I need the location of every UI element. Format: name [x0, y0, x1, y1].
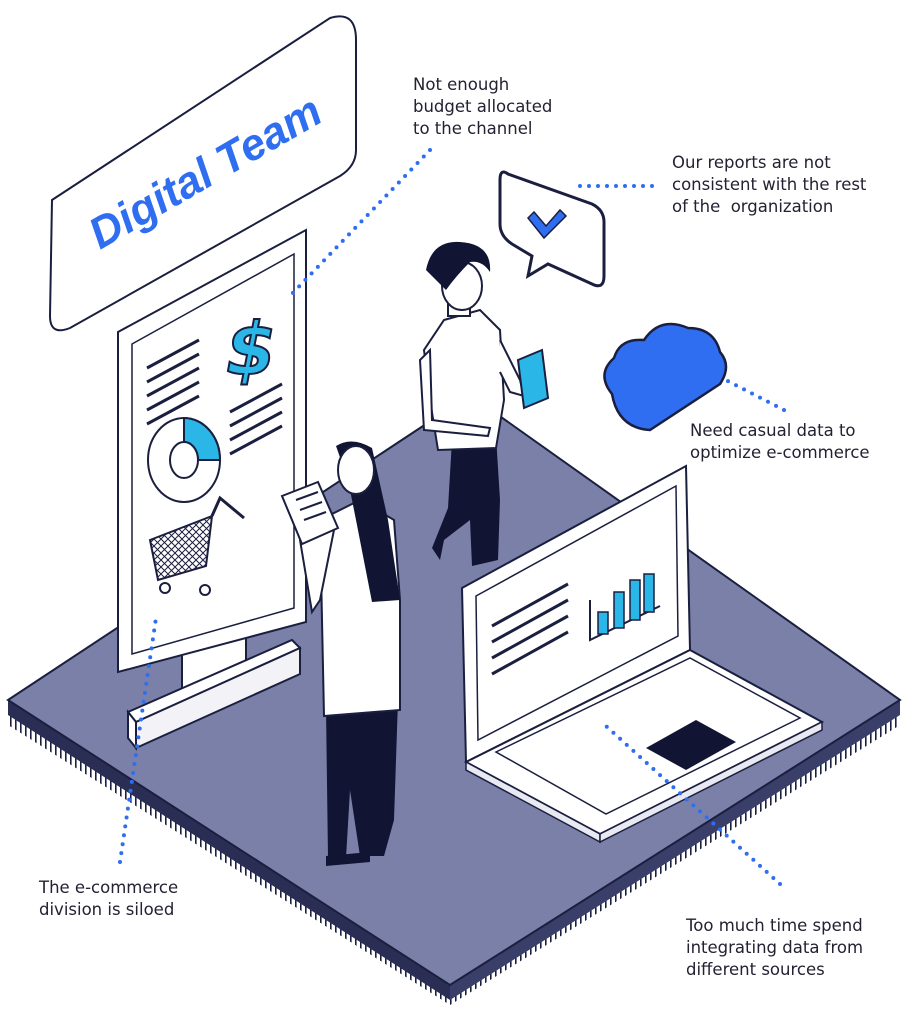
callout-reports: Our reports are not consistent with the … — [672, 152, 866, 218]
woman-figure — [280, 441, 401, 866]
callout-casual-line-1: Need casual data to — [690, 421, 856, 440]
info-board: $ — [117, 228, 307, 751]
dollar-icon: $ — [226, 307, 276, 391]
shopping-cart-icon — [148, 495, 245, 596]
callout-reports-line-1: Our reports are not — [672, 153, 831, 172]
receipt-icon — [280, 480, 340, 546]
callout-time-line-1: Too much time spend — [686, 916, 863, 935]
callout-time-line-3: different sources — [686, 960, 825, 979]
callout-budget-line-1: Not enough — [413, 75, 510, 94]
donut-chart-icon — [147, 416, 222, 503]
callout-budget: Not enough budget allocated to the chann… — [413, 74, 552, 140]
callout-siloed-line-2: division is siloed — [39, 900, 175, 919]
callout-siloed-line-1: The e-commerce — [39, 878, 179, 897]
callout-casual-line-2: optimize e-commerce — [690, 443, 870, 462]
callout-reports-line-2: consistent with the rest — [672, 175, 867, 194]
phone-icon — [516, 348, 550, 410]
trackpad — [646, 720, 736, 770]
callout-time-line-2: integrating data from — [686, 938, 864, 957]
connector-siloed — [118, 616, 158, 864]
connector-lines — [118, 148, 786, 886]
laptop-icon — [460, 464, 825, 844]
connector-casual — [720, 376, 786, 412]
connector-time — [604, 724, 782, 886]
callout-time-spent: Too much time spend integrating data fro… — [686, 915, 863, 981]
callout-siloed: The e-commerce division is siloed — [39, 877, 178, 921]
callout-casual-data: Need casual data to optimize e-commerce — [690, 420, 870, 464]
callout-budget-line-3: to the channel — [413, 119, 533, 138]
digital-team-sign: Digital Team — [48, 15, 357, 332]
callout-reports-line-3: of the organization — [672, 197, 834, 216]
connector-budget — [286, 148, 432, 300]
man-figure — [418, 241, 550, 566]
callout-budget-line-2: budget allocated — [413, 97, 553, 116]
bar-chart-icon — [589, 573, 661, 642]
chat-bubble-icon — [498, 170, 606, 288]
cloud-icon — [603, 322, 728, 432]
